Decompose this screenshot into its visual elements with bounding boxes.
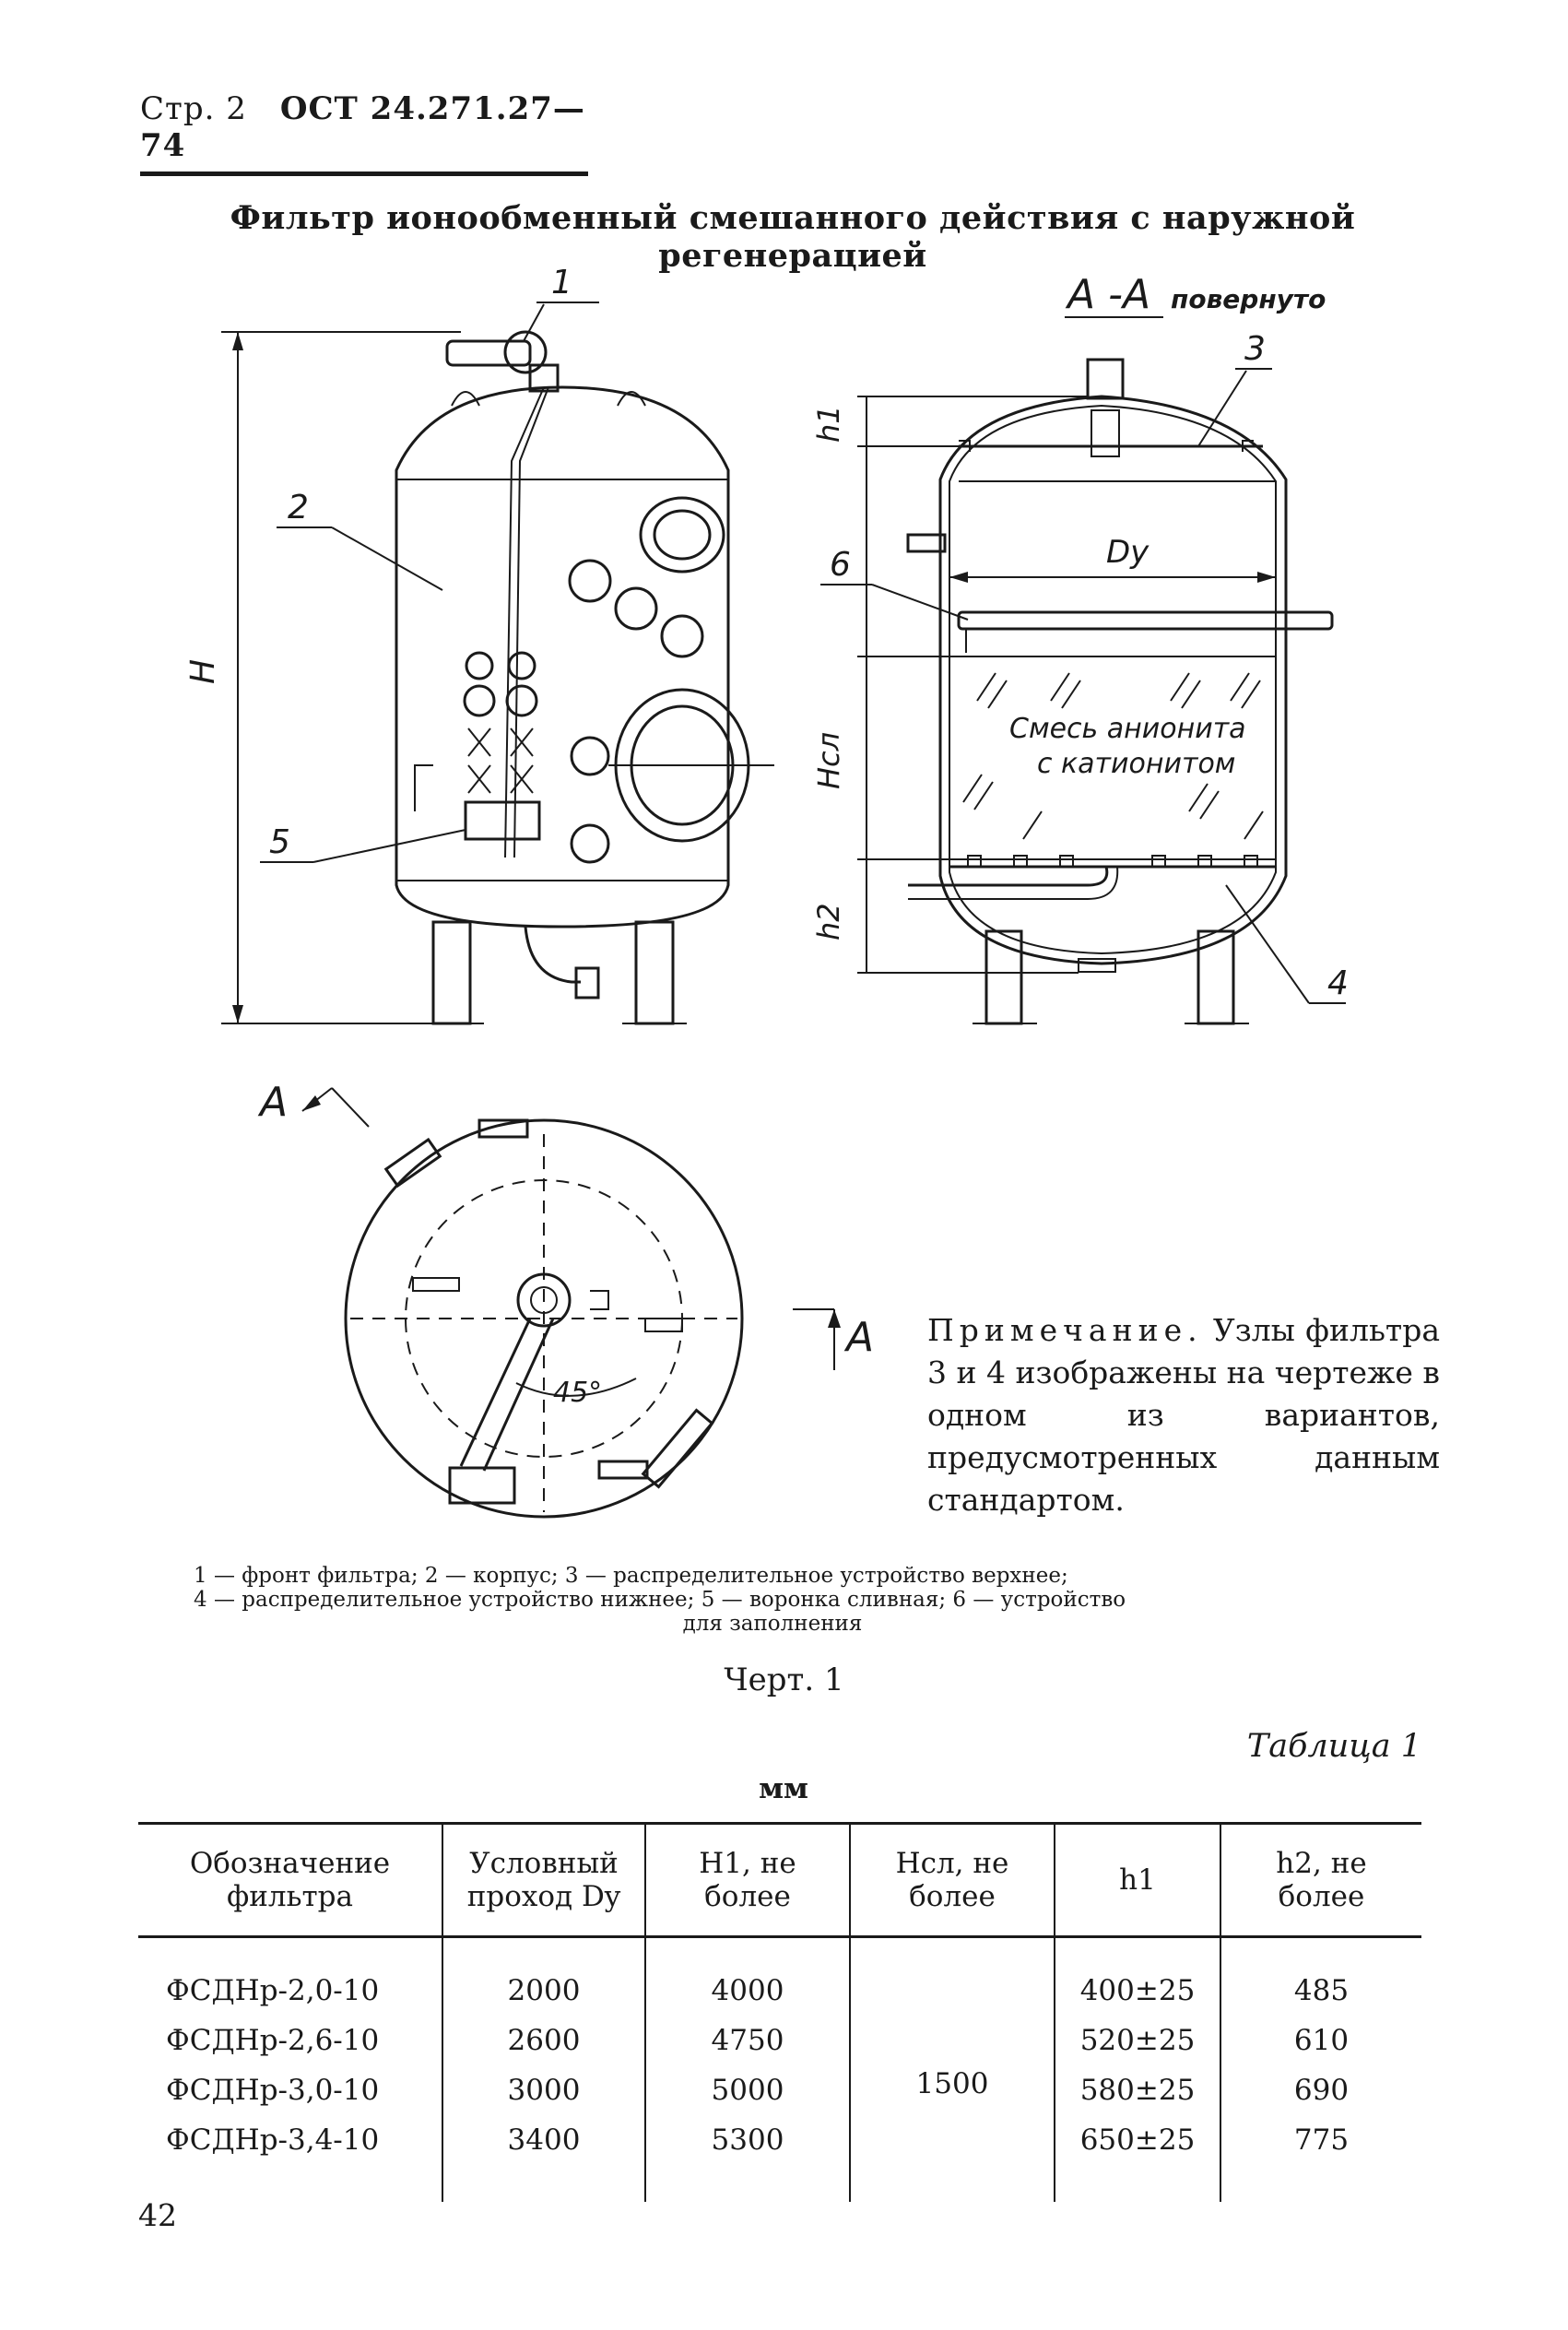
figure-caption: Черт. 1	[724, 1662, 844, 1698]
cell-h-one: 5000	[644, 2065, 850, 2115]
dim-H-label: H	[184, 659, 222, 684]
dim-Dy-label: Dy	[1106, 534, 1149, 571]
dimensions-table: Обозначение фильтра Условный проход Dy H…	[138, 1822, 1421, 2202]
cell-name: ФСДНр-2,6-10	[166, 2024, 380, 2057]
col-header-h2: h2, не более	[1220, 1822, 1421, 1938]
cell-h2: 775	[1220, 2115, 1421, 2202]
table-row: ФСДНр-3,4-10 3400 5300 650±25 775	[138, 2115, 1421, 2202]
cell-h1: 520±25	[1054, 2016, 1220, 2065]
col-header-hsl: Hсл, не более	[849, 1822, 1055, 1938]
page-label: Стр. 2	[140, 90, 247, 127]
table-row: ФСДНр-2,6-10 2600 4750 520±25 610	[138, 2016, 1421, 2065]
cell-dy: 3000	[442, 2065, 645, 2115]
angle-label: 45°	[553, 1377, 602, 1409]
figure-legend: 1 — фронт фильтра; 2 — корпус; 3 — распр…	[194, 1564, 1351, 1636]
cell-name: ФСДНр-3,4-10	[166, 2123, 380, 2157]
cell-h1: 400±25	[1054, 1936, 1220, 2016]
legend-line-1: 1 — фронт фильтра; 2 — корпус; 3 — распр…	[194, 1564, 1068, 1588]
col-header-name: Обозначение фильтра	[138, 1822, 442, 1938]
col-header-dy: Условный проход Dy	[442, 1822, 645, 1938]
callout-6: 6	[830, 546, 851, 584]
cell-hsl: 1500	[849, 1936, 1055, 2202]
section-note: повернуто	[1171, 284, 1326, 314]
callout-3: 3	[1244, 330, 1266, 368]
cell-h1: 580±25	[1054, 2065, 1220, 2115]
page-title: Фильтр ионообменный смешанного действия …	[230, 199, 1356, 275]
arrow-A-right: А	[843, 1314, 874, 1361]
legend-line-3: для заполнения	[682, 1612, 863, 1636]
dim-h1-label: h1	[811, 405, 846, 443]
table-units: мм	[759, 1772, 808, 1805]
section-view: А -А повернуто Dy	[811, 271, 1349, 1025]
arrow-A-top: А	[257, 1079, 288, 1126]
cell-name: ФСДНр-2,0-10	[166, 1974, 380, 2007]
callout-4: 4	[1327, 964, 1349, 1002]
section-label: А -А	[1065, 271, 1150, 318]
cell-h1: 650±25	[1054, 2115, 1220, 2202]
callout-5: 5	[269, 823, 290, 861]
col-header-h1-max: H1, не более	[644, 1822, 850, 1938]
table-row: ФСДНр-3,0-10 3000 5000 580±25 690	[138, 2065, 1421, 2115]
cell-h-one: 5300	[644, 2115, 850, 2202]
front-view: H	[184, 264, 774, 1025]
cell-h2: 610	[1220, 2016, 1421, 2065]
cell-dy: 2000	[442, 1936, 645, 2016]
dim-h2-label: h2	[811, 903, 846, 940]
note-block: Примечание. Узлы фильтра 3 и 4 изображен…	[927, 1309, 1440, 1521]
cell-dy: 2600	[442, 2016, 645, 2065]
cell-h2: 485	[1220, 1936, 1421, 2016]
cell-name: ФСДНр-3,0-10	[166, 2074, 380, 2107]
page-number: 42	[138, 2197, 177, 2233]
filter-drawing: H	[184, 264, 1349, 1519]
legend-line-2: 4 — распределительное устройство нижнее;…	[194, 1588, 1126, 1612]
mix-label-1: Смесь анионита	[1009, 713, 1246, 745]
callout-1: 1	[551, 264, 572, 302]
col-header-h1: h1	[1054, 1822, 1220, 1938]
cell-h-one: 4750	[644, 2016, 850, 2065]
note-lead: Примечание.	[927, 1312, 1203, 1348]
standard-number: ОСТ 24.271.27—74	[140, 90, 585, 164]
table-row: ФСДНр-2,0-10 2000 4000 1500 400±25 485	[138, 1936, 1421, 2202]
plan-view: 45° А А	[257, 1079, 874, 1519]
note-text: Узлы фильтра 3 и 4 изображены на чертеже…	[927, 1312, 1440, 1518]
mix-label-2: с катионитом	[1037, 748, 1235, 780]
callout-2: 2	[288, 489, 309, 526]
cell-h-one: 4000	[644, 1936, 850, 2016]
cell-dy: 3400	[442, 2115, 645, 2202]
dim-Hsl-label: Hсл	[811, 732, 846, 789]
table-title: Таблица 1	[1246, 1728, 1421, 1765]
cell-h2: 690	[1220, 2065, 1421, 2115]
table-header-row: Обозначение фильтра Условный проход Dy H…	[138, 1822, 1421, 1938]
